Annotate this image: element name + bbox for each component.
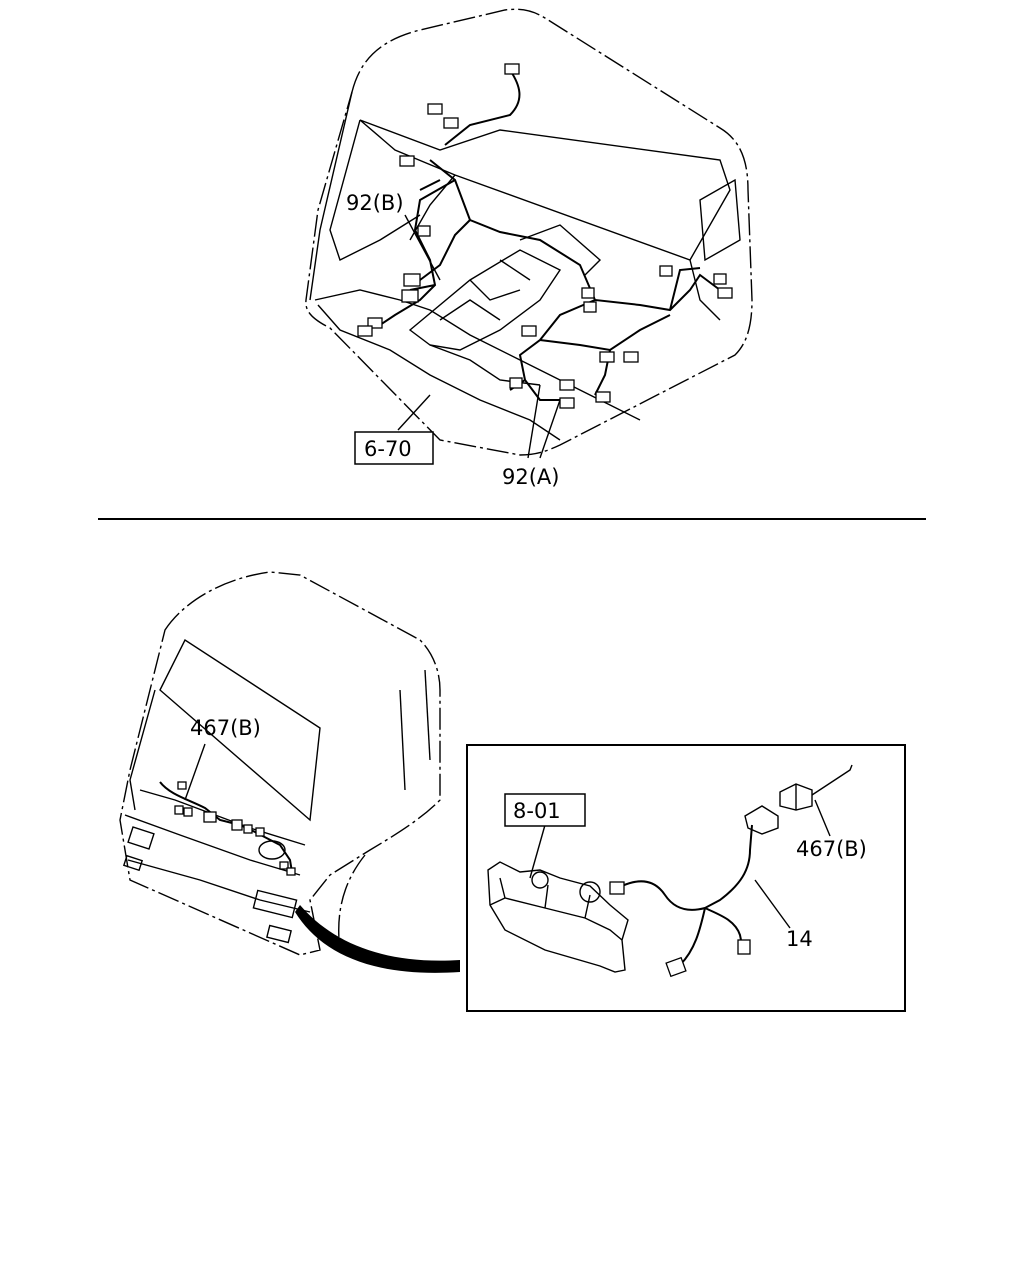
cab-outline-top <box>305 8 753 456</box>
roof-opening <box>359 119 731 261</box>
connector-14-a <box>609 881 625 895</box>
label-box-801 <box>504 793 586 827</box>
front-emblem <box>258 840 286 860</box>
windshield <box>159 638 321 822</box>
wiring-harness-92a <box>429 69 721 312</box>
harness-connectors <box>357 63 733 409</box>
leader-467b-right <box>814 799 831 837</box>
headlamp-detail <box>487 764 853 978</box>
label-467b-left: 467(B) <box>190 716 261 740</box>
detail-callout-arrow <box>295 905 460 973</box>
headlamp-unit <box>487 861 629 973</box>
leader-92a <box>527 384 561 459</box>
dashboard <box>314 289 641 421</box>
harness-14 <box>621 824 753 966</box>
label-670: 6-70 <box>364 437 412 461</box>
connector-14-b <box>665 956 687 978</box>
wiring-harness-92b <box>359 179 456 331</box>
label-92a: 92(A) <box>502 465 559 489</box>
headlamp-left <box>127 826 155 850</box>
leader-92b <box>404 214 441 281</box>
label-box-670 <box>354 431 434 465</box>
label-92b: 92(B) <box>346 191 404 215</box>
connector-14-c <box>737 939 751 955</box>
cab-interior-view <box>305 8 753 459</box>
label-801: 8-01 <box>513 799 561 823</box>
leader-801 <box>529 824 546 879</box>
front-harness-connectors <box>174 781 296 876</box>
headlamp-right <box>252 889 298 919</box>
label-467b-right: 467(B) <box>796 837 867 861</box>
leader-467b-left <box>184 743 206 801</box>
leader-670 <box>397 394 431 431</box>
cab-front-view <box>119 571 460 973</box>
label-14: 14 <box>786 927 813 951</box>
detail-box <box>466 744 906 1012</box>
floor-console <box>408 249 562 351</box>
cab-outline-front <box>119 571 441 956</box>
leader-14 <box>754 879 791 929</box>
